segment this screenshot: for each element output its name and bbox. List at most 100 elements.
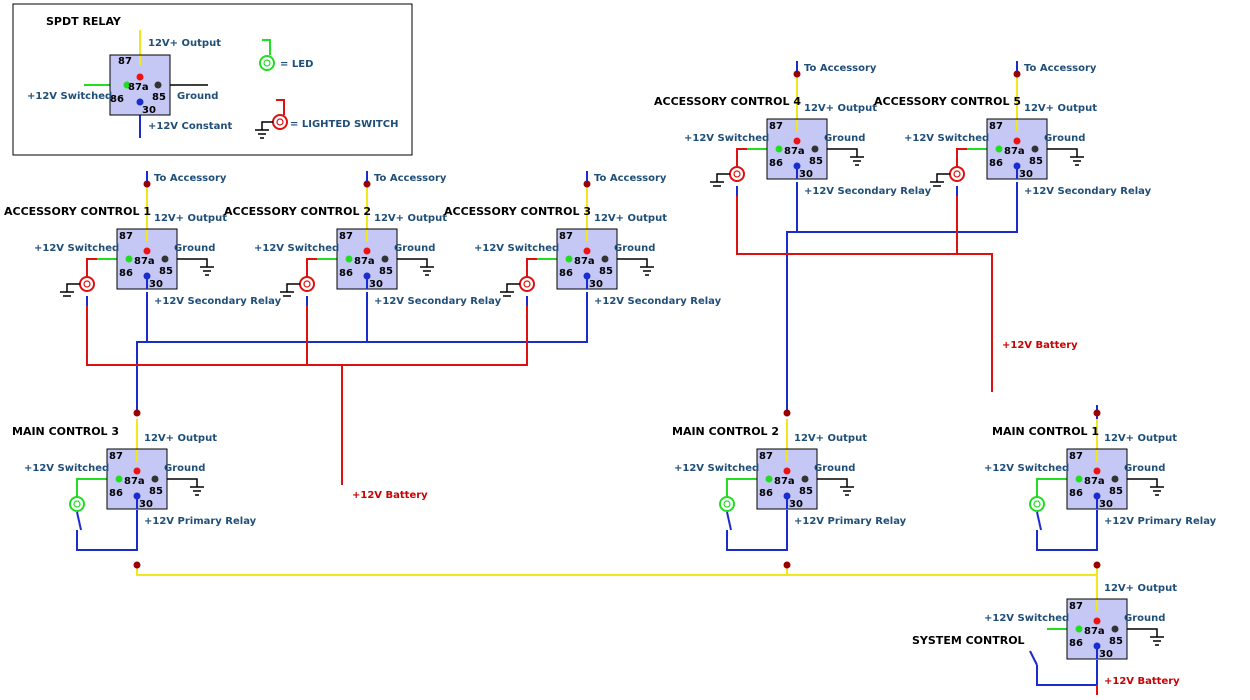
pin-label: 86 [989, 158, 1003, 169]
pin-label: 86 [769, 158, 783, 169]
pin-label: 85 [149, 486, 163, 497]
relay-top-label: To Accessory [154, 173, 227, 184]
relay-switched-label: +12V Switched [904, 133, 989, 144]
pin-label: 86 [339, 268, 353, 279]
pin-30-dot [143, 272, 151, 280]
relay-output-label: 12V+ Output [1024, 103, 1097, 114]
pin-85-dot [801, 475, 809, 483]
relay-top-label: To Accessory [594, 173, 667, 184]
legend-title: SPDT RELAY [46, 15, 122, 28]
lighted-switch-icon [519, 276, 535, 292]
pin-label: 30 [1099, 499, 1113, 510]
led-icon [719, 496, 735, 512]
pin-label: 30 [799, 169, 813, 180]
pin-label: 86 [759, 488, 773, 499]
pin-85-dot [151, 475, 159, 483]
pin-87a-dot [1093, 467, 1101, 475]
relay-bottom-label: +12V Secondary Relay [154, 296, 282, 307]
pin-label: 86 [559, 268, 573, 279]
legend-pin-label: 85 [152, 92, 166, 103]
relay-bottom-label: +12V Primary Relay [1104, 516, 1217, 527]
pin-label: 87a [1004, 146, 1025, 157]
pin-label: 87 [119, 231, 133, 242]
pin-86-dot [995, 145, 1003, 153]
pin-85-dot [1111, 625, 1119, 633]
pin-label: 87 [989, 121, 1003, 132]
relay-output-label: 12V+ Output [594, 213, 667, 224]
relay-title: ACCESSORY CONTROL 2 [224, 205, 371, 218]
relay-bottom-label: +12V Primary Relay [144, 516, 257, 527]
pin-label: 30 [369, 279, 383, 290]
pin-87a-dot [1013, 137, 1021, 145]
legend: SPDT RELAY 87 87a 86 85 30 12V+ Output +… [12, 3, 413, 156]
pin-86-dot [775, 145, 783, 153]
lighted-switch-icon [255, 99, 288, 139]
pin-87a-dot [583, 247, 591, 255]
legend-switch-label: = LIGHTED SWITCH [290, 119, 398, 130]
legend-constant-label: +12V Constant [148, 121, 232, 132]
relay-top-label: To Accessory [374, 173, 447, 184]
pin-label: 87 [1069, 451, 1083, 462]
pin-87a-dot [133, 467, 141, 475]
pin-label: 87 [759, 451, 773, 462]
lighted-switch-icon [299, 276, 315, 292]
pin-30-dot [363, 272, 371, 280]
relay-switched-label: +12V Switched [984, 463, 1069, 474]
pin-87a-dot [783, 467, 791, 475]
relay-ground-label: Ground [1124, 613, 1165, 624]
relay-output-label: 12V+ Output [794, 433, 867, 444]
led-icon [69, 496, 85, 512]
relay-title: ACCESSORY CONTROL 4 [654, 95, 801, 108]
legend-switched-label: +12V Switched [27, 91, 112, 102]
relay-ground-label: Ground [1124, 463, 1165, 474]
pin-86-dot [125, 255, 133, 263]
relay-ground-label: Ground [174, 243, 215, 254]
relay-output-label: 12V+ Output [1104, 433, 1177, 444]
battery-label: +12V Battery [1002, 340, 1078, 351]
pin-label: 85 [1109, 636, 1123, 647]
pin-label: 87a [134, 256, 155, 267]
pin-86-dot [115, 475, 123, 483]
pin-85-dot [811, 145, 819, 153]
relay-title: MAIN CONTROL 1 [992, 425, 1099, 438]
pin-label: 85 [159, 266, 173, 277]
pin-30-dot [1013, 162, 1021, 170]
pin-86-dot [1075, 625, 1083, 633]
relay-bottom-label: +12V Primary Relay [794, 516, 907, 527]
pin-label: 30 [149, 279, 163, 290]
relay-switched-label: +12V Switched [674, 463, 759, 474]
pin-label: 87 [109, 451, 123, 462]
pin-85-dot [1111, 475, 1119, 483]
relay-title: ACCESSORY CONTROL 1 [4, 205, 151, 218]
pin-label: 87 [769, 121, 783, 132]
pin-30-dot [783, 492, 791, 500]
lighted-switch-icon [729, 166, 745, 182]
pin-label: 30 [1019, 169, 1033, 180]
pin-87a-dot [1093, 617, 1101, 625]
pin-label: 86 [1069, 488, 1083, 499]
pin-85-dot [601, 255, 609, 263]
pin-label: 86 [119, 268, 133, 279]
wiring [76, 182, 1101, 695]
relay-title: SYSTEM CONTROL [912, 634, 1025, 647]
pin-label: 86 [1069, 638, 1083, 649]
relay-ground-label: Ground [164, 463, 205, 474]
relay-ground-label: Ground [814, 463, 855, 474]
relay-switched-label: +12V Switched [984, 613, 1069, 624]
pin-label: 87a [124, 476, 145, 487]
pin-label: 87 [1069, 601, 1083, 612]
pin-label: 87a [784, 146, 805, 157]
lighted-switch-icon [949, 166, 965, 182]
pin-label: 87a [774, 476, 795, 487]
pin-30-dot [1093, 492, 1101, 500]
pin-label: 87a [1084, 476, 1105, 487]
pin-label: 85 [599, 266, 613, 277]
